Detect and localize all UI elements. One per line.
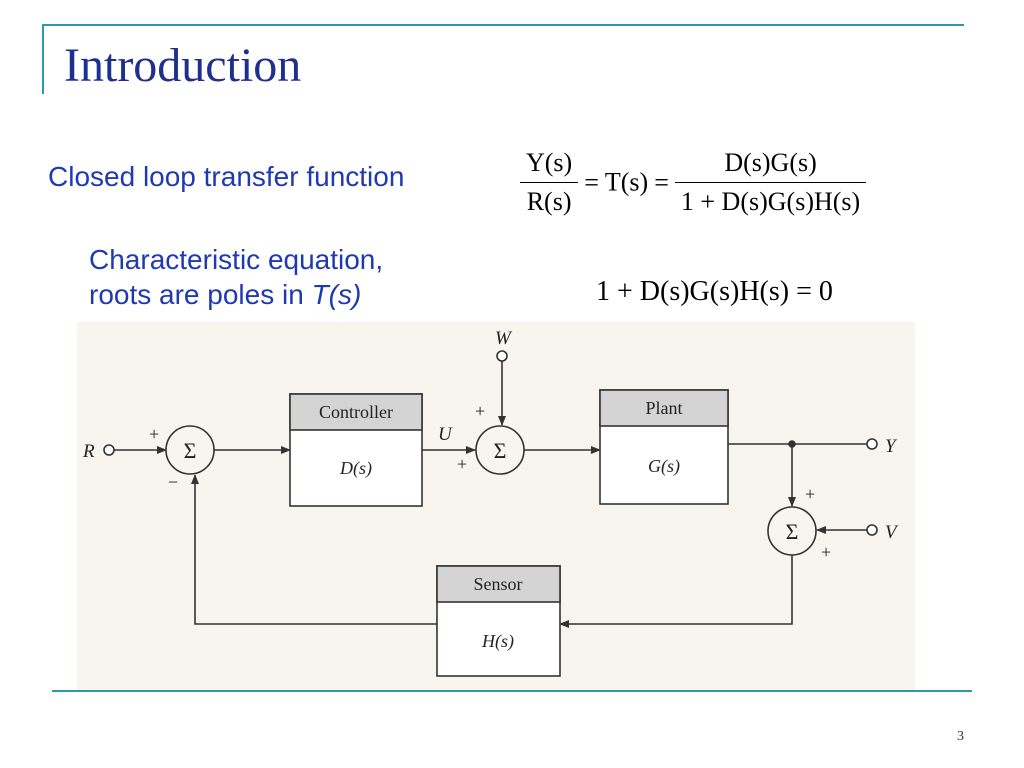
controller-title: Controller [319, 402, 393, 422]
sum2-symbol: Σ [494, 438, 507, 463]
rhs-numerator: D(s)G(s) [724, 148, 817, 177]
sensor-title: Sensor [474, 574, 523, 594]
equals-sign-1: = [584, 167, 599, 197]
sum2-left-plus-sign: + [457, 454, 467, 474]
lhs-fraction: Y(s) R(s) [520, 148, 579, 217]
plant-tf: G(s) [648, 456, 680, 477]
sensor-header [436, 565, 561, 603]
w-terminal [496, 350, 508, 362]
bottom-rule [52, 690, 972, 692]
sum1-minus-sign: − [168, 472, 178, 492]
plant-header [599, 389, 729, 427]
v-terminal [866, 524, 878, 536]
signal-w-label: W [495, 328, 513, 349]
subtitle-closed-loop: Closed loop transfer function [48, 161, 405, 192]
block-diagram-svg: Σ Σ Σ Controller D(s) Plant G(s) Sensor … [82, 328, 899, 677]
sum1-symbol: Σ [184, 438, 197, 463]
rhs-denominator: 1 + D(s)G(s)H(s) [674, 182, 867, 217]
signal-u-label: U [438, 424, 453, 445]
controller-tf: D(s) [339, 458, 372, 479]
sum3-top-plus-sign: + [805, 484, 815, 504]
lhs-denominator: R(s) [520, 182, 579, 217]
feedback-line [191, 474, 437, 625]
signal-y-label: Y [885, 436, 898, 457]
lhs-numerator: Y(s) [526, 148, 573, 177]
sensor-tf: H(s) [481, 631, 514, 652]
characteristic-equation: 1 + D(s)G(s)H(s) = 0 [596, 276, 833, 307]
signal-r-label: R [82, 441, 95, 462]
characteristic-line-2-prefix: roots are poles in [89, 279, 312, 310]
transfer-function-term: T(s) [604, 167, 649, 197]
characteristic-line-2: roots are poles in T(s) [89, 277, 383, 312]
page-number: 3 [957, 729, 964, 744]
r-terminal [103, 444, 115, 456]
sum1-plus-sign: + [149, 424, 159, 444]
characteristic-line-1: Characteristic equation, [89, 244, 384, 275]
sum3-to-sensor-line [559, 555, 793, 628]
sum3-symbol: Σ [786, 519, 799, 544]
left-rule [42, 24, 44, 94]
y-terminal [866, 438, 878, 450]
top-rule [42, 24, 964, 26]
signal-v-label: V [885, 522, 899, 543]
controller-header [289, 393, 423, 431]
equals-sign-2: = [654, 167, 669, 197]
closed-loop-equation: Y(s) R(s) =T(s)= D(s)G(s) 1 + D(s)G(s)H(… [520, 148, 867, 217]
sum2-top-plus-sign: + [475, 401, 485, 421]
slide-title: Introduction [64, 39, 302, 92]
rhs-fraction: D(s)G(s) 1 + D(s)G(s)H(s) [674, 148, 867, 217]
block-diagram: Σ Σ Σ Controller D(s) Plant G(s) Sensor … [77, 322, 915, 690]
sum3-right-plus-sign: + [821, 542, 831, 562]
transfer-function-symbol: T(s) [311, 279, 362, 310]
characteristic-text: Characteristic equation, roots are poles… [89, 242, 383, 312]
plant-title: Plant [645, 398, 682, 418]
